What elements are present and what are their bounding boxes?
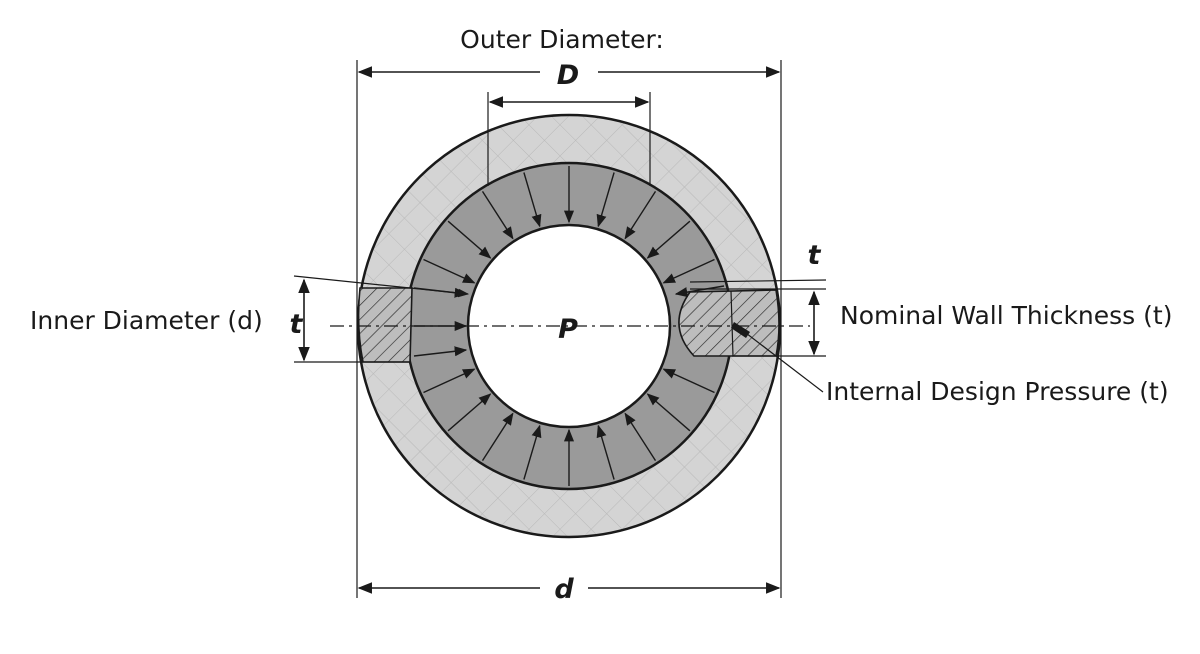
pressure-arrows — [413, 166, 725, 486]
right-thickness-symbol: t — [808, 240, 822, 271]
internal-design-pressure-label: Internal Design Pressure (t) — [826, 377, 1169, 406]
left-hatched-section — [357, 287, 413, 363]
pressure-arrow — [674, 285, 725, 298]
pressure-arrow — [413, 346, 468, 357]
right-t-extension-line — [689, 279, 827, 283]
right-section-divider — [730, 290, 734, 357]
pressure-arrow — [646, 393, 691, 432]
pressure-arrow — [662, 368, 715, 394]
pressure-arrow — [447, 220, 492, 259]
pressure-arrow — [624, 412, 657, 461]
nominal-wall-thickness-label: Nominal Wall Thickness (t) — [840, 301, 1172, 330]
top-dimension-symbol: D — [557, 60, 579, 91]
bottom-dimension-symbol: d — [554, 574, 574, 605]
outer-diameter-label: Outer Diameter: — [460, 25, 664, 54]
pressure-arrow — [523, 172, 542, 228]
pressure-arrow — [447, 393, 492, 432]
left-thickness-symbol: t — [290, 309, 304, 340]
pressure-arrow — [624, 191, 657, 240]
pressure-symbol: P — [558, 314, 578, 345]
pressure-arrow — [596, 424, 615, 480]
pressure-arrow — [481, 412, 514, 461]
inner-diameter-label: Inner Diameter (d) — [30, 306, 263, 335]
pressure-leader-dot — [731, 322, 750, 338]
pressure-arrow — [523, 424, 542, 480]
left-t-leader-top — [293, 275, 470, 298]
pressure-arrow — [423, 368, 476, 394]
pressure-arrow — [596, 172, 615, 228]
pressure-arrow — [662, 258, 715, 284]
pressure-leader-line — [741, 329, 824, 393]
pressure-arrow — [646, 220, 691, 259]
pressure-arrow — [481, 191, 514, 240]
pressure-arrow — [423, 258, 476, 284]
